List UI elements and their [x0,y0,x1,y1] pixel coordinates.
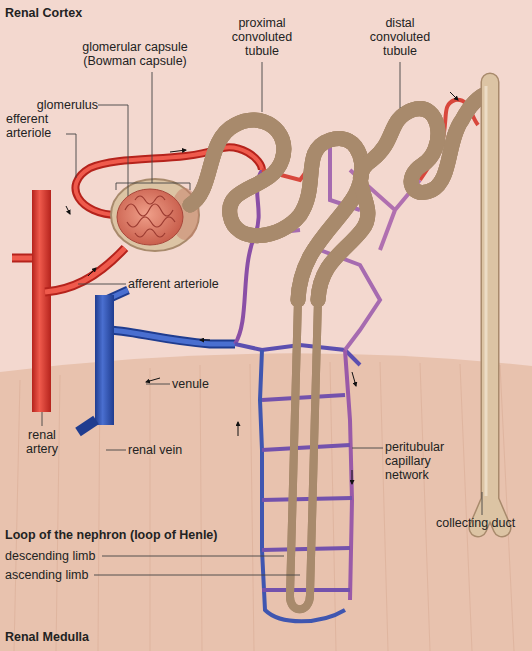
section-label: Loop of the nephron (loop of Henle) [5,528,305,542]
part-label: venule [172,377,232,391]
part-label: afferent arteriole [128,277,248,291]
part-label: descending limb [5,549,105,563]
part-label: proximal convoluted tubule [222,16,302,58]
part-label: peritubular capillary network [385,440,465,482]
part-label: collecting duct [436,516,532,530]
part-label: ascending limb [5,568,105,582]
peritubular-capillaries [235,140,420,621]
renal-vein-vessel [78,290,235,432]
flow-arrows [66,92,458,484]
collecting-duct-tube [478,82,502,528]
part-label: distal convoluted tubule [360,16,440,58]
part-label: glomerulus [36,98,98,112]
nephron-tubule [190,92,490,609]
part-label: glomerular capsule (Bowman capsule) [70,40,200,68]
part-label: renal vein [128,443,208,457]
region-label: Renal Cortex [5,6,125,20]
region-label: Renal Medulla [5,630,145,644]
part-label: efferent arteriole [6,112,68,140]
leader-lines [42,62,482,575]
glomerular-capsule-shape [111,179,199,251]
part-label: renal artery [14,428,70,456]
